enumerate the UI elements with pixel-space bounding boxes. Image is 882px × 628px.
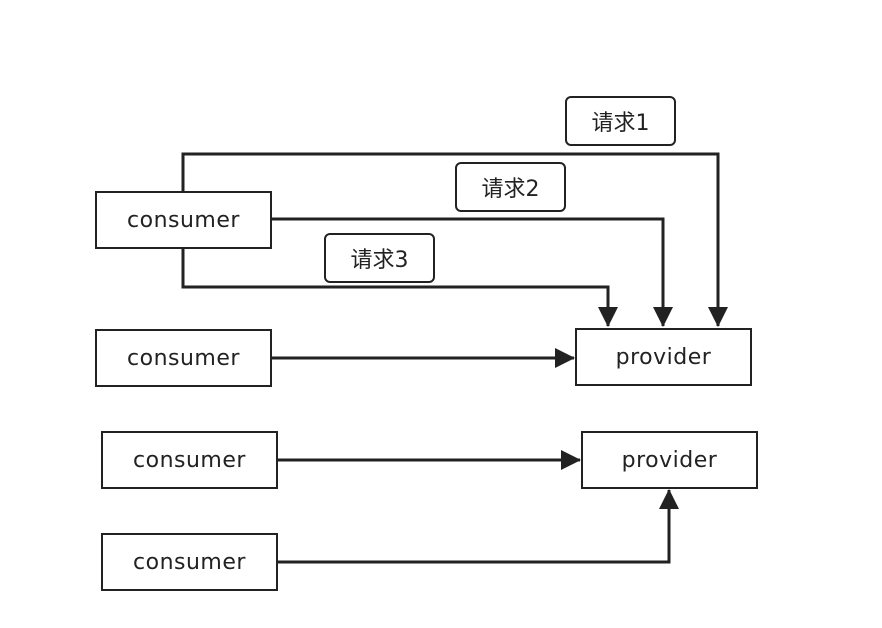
request-2-label: 请求2 [455,162,566,212]
request-3-label: 请求3 [324,233,435,283]
consumer-node-4: consumer [101,533,278,591]
request-2-connector [272,217,673,327]
consumer-4-to-provider-2-connector [278,489,679,564]
consumer-node-3: consumer [101,431,278,489]
request-1-label: 请求1 [565,96,676,146]
consumer-node-2: consumer [95,329,272,387]
request-1-connector [181,152,728,327]
provider-node-1: provider [575,328,752,386]
consumer-node-1: consumer [95,191,272,249]
request-3-connector [181,248,618,327]
provider-node-2: provider [581,431,758,489]
